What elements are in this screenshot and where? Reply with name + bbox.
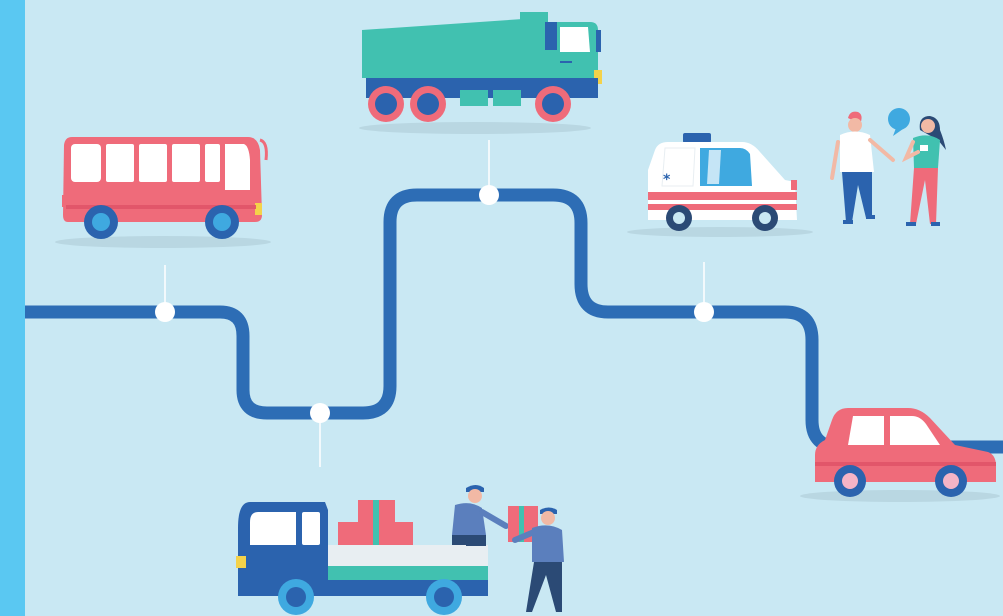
svg-text:*: * xyxy=(663,172,671,188)
milestone-dot-ambulance xyxy=(694,302,714,322)
milestone-dot-dump-truck xyxy=(479,185,499,205)
milestone-dot-pickup xyxy=(310,403,330,423)
left-strip xyxy=(0,0,25,616)
milestone-dot-bus xyxy=(155,302,175,322)
dump-truck-icon xyxy=(362,12,602,122)
